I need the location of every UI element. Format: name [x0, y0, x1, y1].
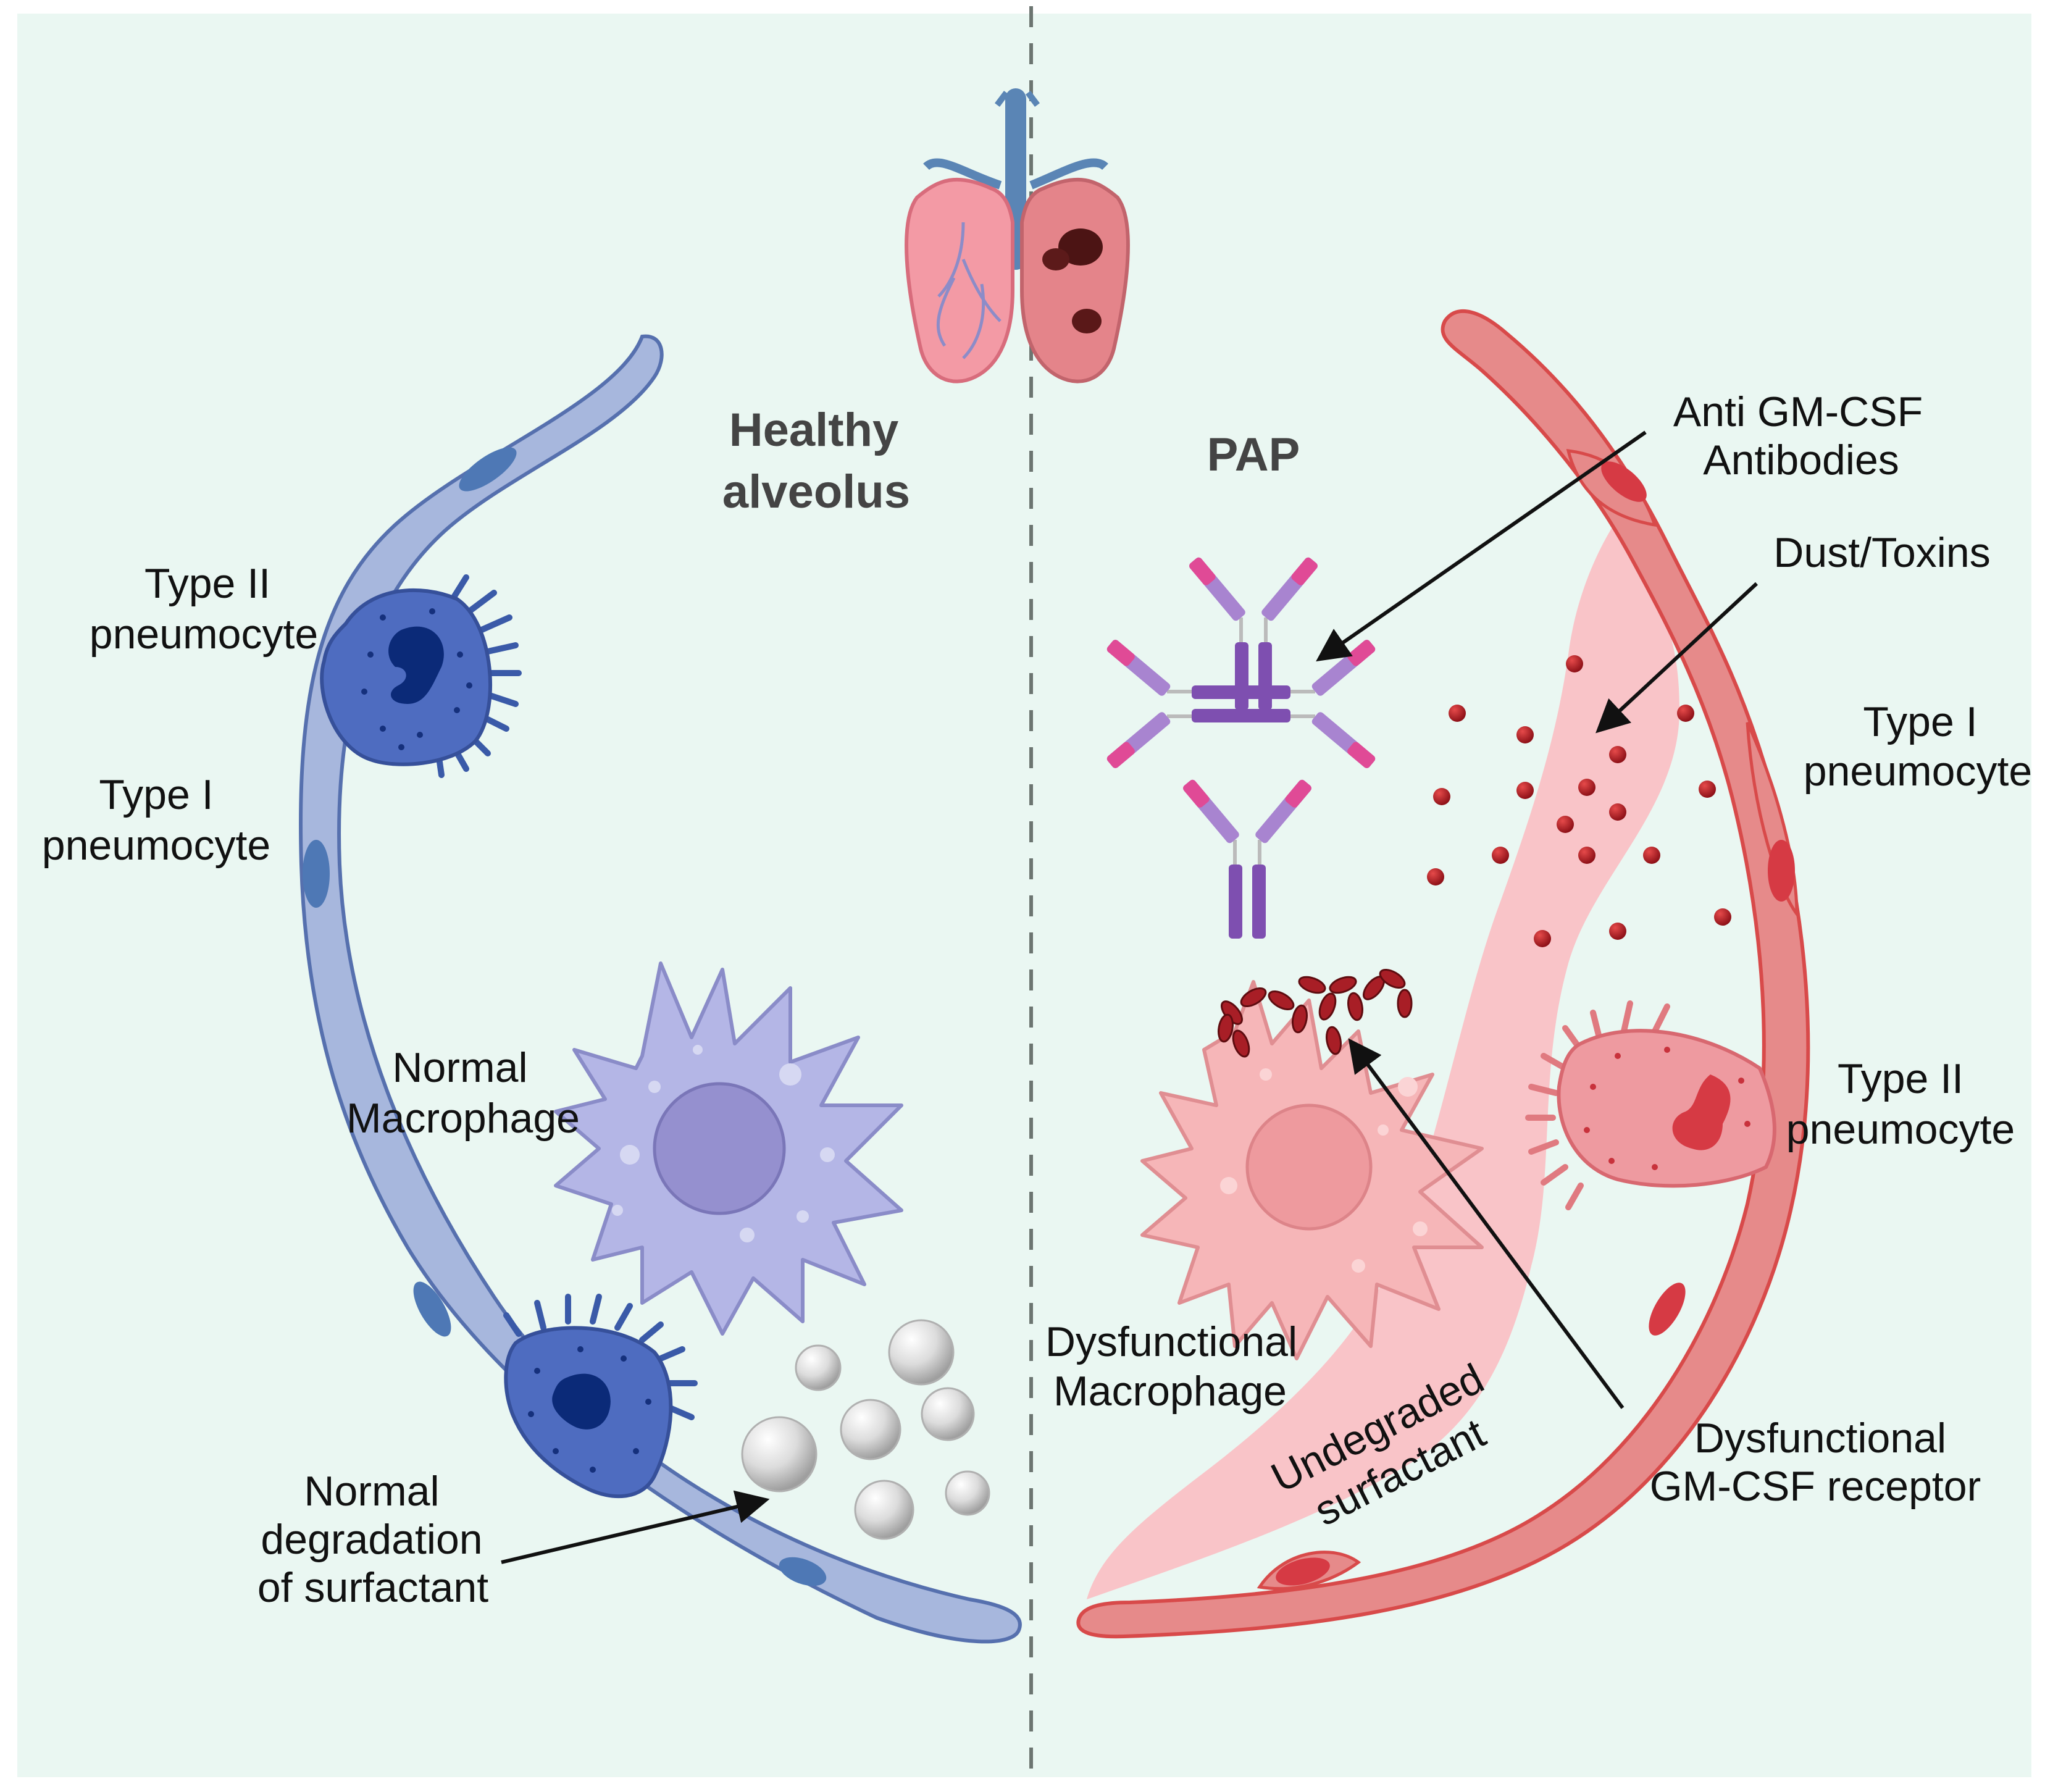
label-left-type2: pneumocyte	[90, 611, 318, 658]
surfactant-bubble-icon	[795, 1344, 842, 1391]
healthy-title: Healthy	[729, 404, 899, 456]
dust-particle	[1427, 868, 1444, 886]
dust-particle	[1557, 816, 1574, 833]
dust-particle	[1433, 788, 1450, 805]
surfactant-bubble-icon	[741, 1416, 818, 1493]
antibody-cluster	[1106, 557, 1376, 939]
surfactant-bubbles	[741, 1319, 990, 1540]
dust-particle	[1578, 779, 1595, 796]
label-antibodies: Antibodies	[1703, 437, 1899, 484]
arrow-receptor	[1348, 1038, 1625, 1409]
label-antibodies: Anti GM-CSF	[1673, 388, 1923, 435]
surfactant-bubble-icon	[945, 1470, 990, 1516]
dust-particle	[1643, 847, 1660, 864]
arrow-antibodies	[1316, 430, 1647, 662]
dust-particle	[1714, 908, 1731, 926]
arrow-dust	[1595, 582, 1759, 734]
healthy-title: alveolus	[722, 466, 910, 518]
dust-particle	[1578, 847, 1595, 864]
antibody-icon	[1183, 779, 1311, 939]
label-normal-macrophage: Macrophage	[346, 1095, 580, 1142]
label-normal-degradation: of surfactant	[257, 1564, 488, 1611]
surfactant-bubble-icon	[854, 1480, 914, 1540]
lungs-icon	[905, 88, 1130, 383]
dust-particle	[1609, 923, 1626, 940]
label-normal-degradation: degradation	[261, 1516, 482, 1563]
dust-particle	[1699, 781, 1716, 798]
surfactant-bubble-icon	[840, 1399, 901, 1460]
normal-macrophage-icon	[554, 961, 903, 1336]
label-right-type2: pneumocyte	[1786, 1106, 2015, 1153]
annotation-arrows	[501, 430, 1759, 1564]
type1-pneumocyte-nucleus	[1601, 461, 1647, 502]
dust-particle	[1492, 847, 1509, 864]
label-right-type2: Type II	[1838, 1055, 1963, 1102]
type1-pneumocyte-nucleus	[413, 1281, 451, 1337]
label-gmcsf-receptor: GM-CSF receptor	[1650, 1463, 1981, 1510]
type1-pneumocyte-nucleus	[459, 447, 517, 492]
surfactant-bubble-icon	[921, 1387, 975, 1441]
dust-particle	[1609, 803, 1626, 821]
pap-alveolar-wall	[1076, 309, 1810, 1639]
label-left-type2: Type II	[144, 560, 270, 607]
dust-particle	[1677, 705, 1694, 722]
dust-particle	[1516, 726, 1534, 743]
dust-particle	[1566, 655, 1583, 672]
label-right-type1: Type I	[1863, 698, 1977, 745]
label-dysfunctional-macrophage: Macrophage	[1053, 1368, 1287, 1415]
dust-particle	[1534, 930, 1551, 947]
dust-particle	[1516, 782, 1534, 799]
dust-particles	[1427, 655, 1731, 947]
label-dust-toxins: Dust/Toxins	[1773, 529, 1990, 576]
type2-pneumocyte-icon	[503, 1294, 698, 1499]
label-gmcsf-receptor: Dysfunctional	[1694, 1415, 1946, 1462]
type1-pneumocyte-nucleus	[779, 1557, 827, 1586]
receptor-icon	[1218, 968, 1413, 1058]
label-normal-degradation: Normal	[304, 1468, 439, 1515]
dysfunctional-macrophage-icon	[1140, 968, 1484, 1360]
dust-particle	[1449, 705, 1466, 722]
dust-particle	[1609, 746, 1626, 763]
label-normal-macrophage: Normal	[392, 1044, 527, 1091]
undegraded-surfactant-pool	[1087, 519, 1679, 1599]
label-left-type1: Type I	[99, 771, 213, 818]
pap-title: PAP	[1207, 429, 1300, 481]
arrow-degradation	[501, 1490, 770, 1564]
type1-pneumocyte-nucleus	[303, 840, 330, 908]
label-right-type1: pneumocyte	[1804, 748, 2032, 795]
type1-pneumocyte-nucleus	[1649, 1283, 1686, 1336]
type1-pneumocyte-nucleus	[1276, 1557, 1330, 1586]
type1-pneumocyte-nucleus	[1768, 840, 1795, 902]
surfactant-bubble-icon	[888, 1319, 955, 1386]
label-dysfunctional-macrophage: Dysfunctional	[1045, 1318, 1297, 1365]
antibody-icon	[1223, 640, 1376, 768]
healthy-alveolar-wall	[299, 334, 1022, 1644]
type2-pneumocyte-icon	[320, 574, 522, 778]
label-left-type1: pneumocyte	[42, 822, 270, 869]
type2-pneumocyte-icon	[1525, 1000, 1776, 1210]
